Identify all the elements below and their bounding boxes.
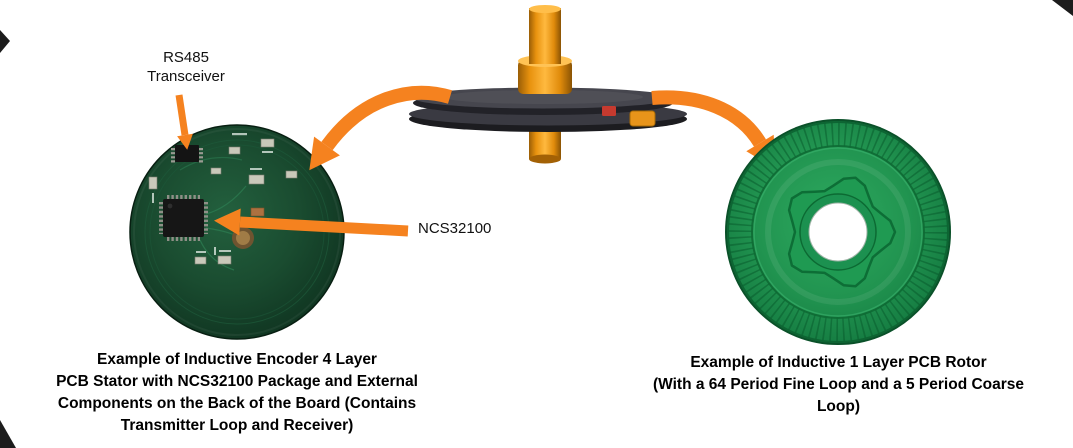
smd-components: [148, 138, 298, 265]
shaft-top-face: [529, 5, 561, 13]
arrow-to-rotor: [651, 90, 766, 147]
rs485-pointer-arrow-head: [177, 133, 193, 150]
smd-resistor: [250, 207, 265, 217]
ncs32100-chip: [159, 195, 208, 241]
rotor-center-hole: [808, 202, 868, 262]
arrow-to-stator: [321, 85, 453, 151]
pcb-trace: [179, 156, 243, 171]
ncs32100-label: NCS32100: [418, 220, 492, 237]
red-component: [602, 106, 616, 116]
encoder-assembly-image: [409, 5, 687, 164]
rs485-transceiver-label: RS485 Transceiver: [147, 49, 225, 85]
arrow-to-stator-head: [309, 136, 340, 171]
rs485-transceiver-chip: [171, 145, 203, 163]
ncs32100-pointer-arrow: [239, 216, 409, 237]
rotor-caption: Example of Inductive 1 Layer PCB Rotor (…: [652, 354, 1025, 415]
rs485-pointer-arrow: [175, 94, 189, 136]
fine-loop-ticks: [728, 122, 948, 342]
orange-connector: [629, 110, 656, 127]
rotor-pcb-image: [725, 119, 951, 345]
ncs32100-pointer-arrow-head: [214, 208, 241, 236]
shaft-collar: [518, 60, 572, 94]
shaft-bottom-face: [529, 154, 561, 164]
shaft-upper: [529, 8, 561, 64]
disc-highlight: [443, 90, 643, 104]
stator-caption: Example of Inductive Encoder 4 Layer PCB…: [56, 351, 418, 434]
silkscreen-marks: [152, 133, 273, 255]
